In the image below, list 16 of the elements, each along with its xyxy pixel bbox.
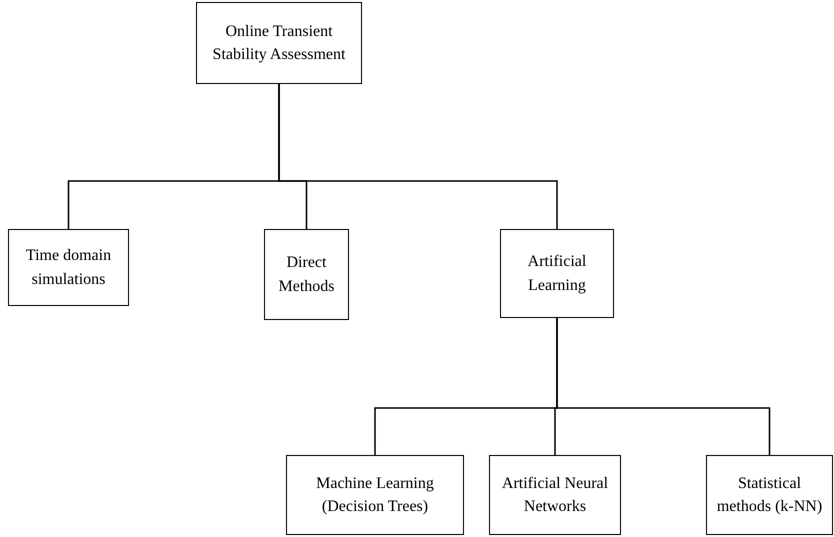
process-box bbox=[264, 229, 349, 320]
box-label: Direct Methods bbox=[278, 253, 336, 296]
box-label: Statistical methods (k-NN) bbox=[716, 474, 824, 517]
process-box bbox=[489, 455, 621, 535]
connector-line bbox=[278, 84, 558, 229]
box-label: Machine Learning (Decision Trees) bbox=[315, 474, 435, 517]
box-label: Time domain simulations bbox=[24, 246, 112, 290]
connector-line bbox=[556, 318, 770, 455]
process-box bbox=[706, 455, 833, 535]
process-box bbox=[286, 455, 464, 535]
box-label: Artificial Learning bbox=[526, 252, 588, 296]
box-label: Online Transient Stability Assessment bbox=[212, 22, 346, 65]
process-box bbox=[8, 229, 129, 306]
box-label: Artificial Neural Networks bbox=[500, 474, 610, 517]
process-box bbox=[196, 2, 362, 84]
process-box bbox=[500, 229, 614, 318]
